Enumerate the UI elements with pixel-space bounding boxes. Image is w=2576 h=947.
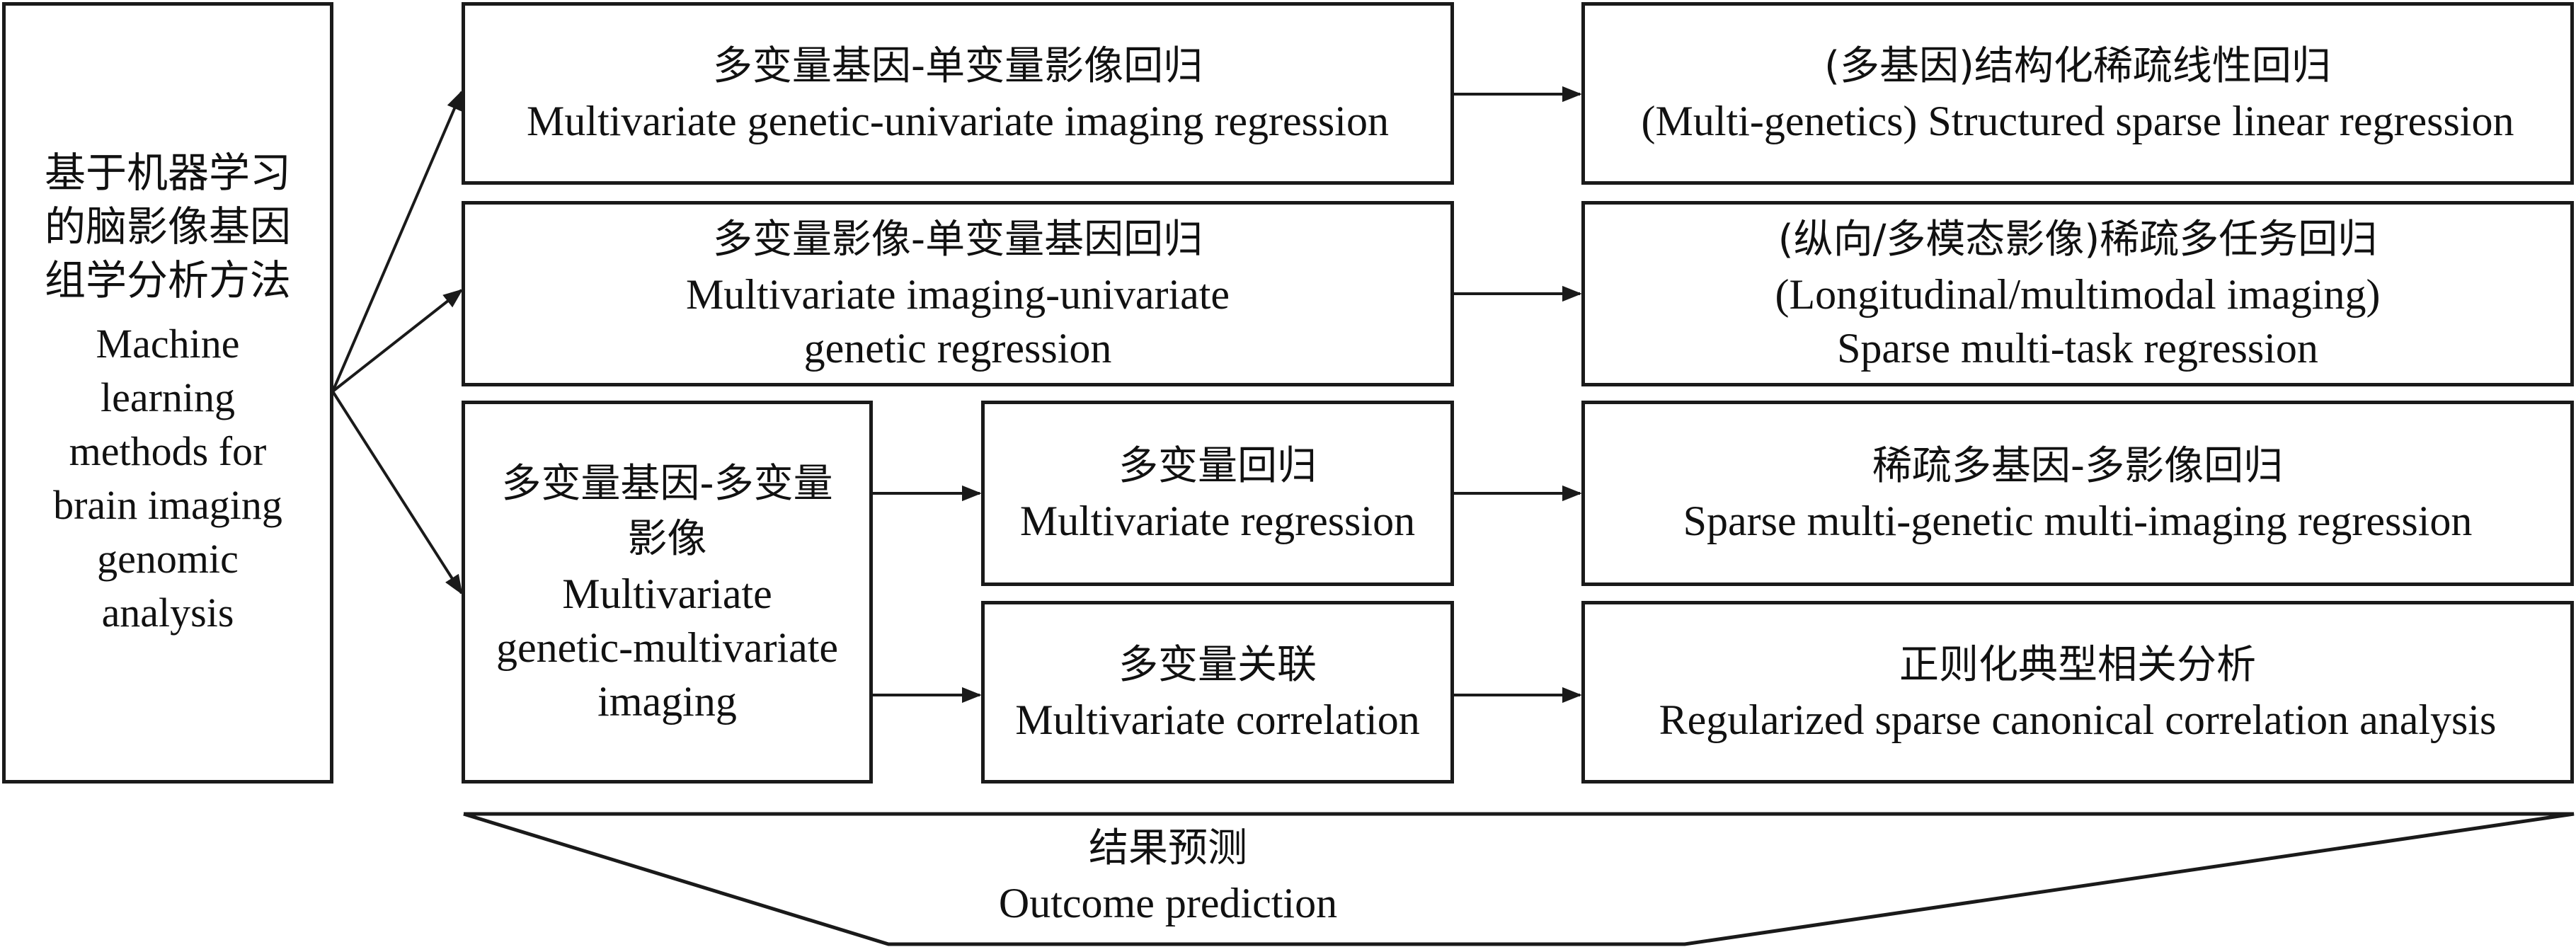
category-1-zh: 多变量基因-单变量影像回归 <box>712 43 1203 89</box>
sub-method-2-en: Multivariate correlation <box>1015 696 1420 743</box>
outcome-bracket <box>463 812 2575 946</box>
source-zh-line-2: 的脑影像基因 <box>44 202 291 251</box>
method-2-zh: (纵向/多模态影像)稀疏多任务回归 <box>1778 217 2378 263</box>
method-box-3: 稀疏多基因-多影像回归 Sparse multi-genetic multi-i… <box>1581 401 2574 586</box>
source-en-line-4: brain imaging <box>53 482 282 528</box>
outcome-label: 结果预测 Outcome prediction <box>708 821 1628 930</box>
sub-method-2-zh: 多变量关联 <box>1118 642 1317 688</box>
method-3-en-line-1: Sparse multi-genetic multi-imaging regre… <box>1683 498 2473 544</box>
sub-method-1-en: Multivariate regression <box>1019 498 1416 544</box>
source-en-line-2: learning <box>100 374 236 420</box>
sub-method-box-1: 多变量回归 Multivariate regression <box>981 401 1454 586</box>
method-box-2: (纵向/多模态影像)稀疏多任务回归 (Longitudinal/multimod… <box>1581 201 2574 386</box>
source-zh-line-1: 基于机器学习 <box>44 149 291 197</box>
sub-method-1-zh: 多变量回归 <box>1118 443 1317 489</box>
arrow-source-to-cat1 <box>331 90 463 392</box>
method-4-zh: 正则化典型相关分析 <box>1899 642 2256 688</box>
category-2-en-line-1: Multivariate imaging-univariate <box>685 271 1230 318</box>
category-2-en-line-2: genetic regression <box>803 325 1112 372</box>
source-en-line-3: methods for <box>69 428 267 474</box>
category-3-en-line-2: genetic-multivariate <box>496 624 839 671</box>
category-1-en-line-1: Multivariate genetic-univariate imaging … <box>527 98 1389 144</box>
method-4-en-line-1: Regularized sparse canonical correlation… <box>1659 696 2497 743</box>
method-box-4: 正则化典型相关分析 Regularized sparse canonical c… <box>1581 601 2574 784</box>
method-2-en-line-2: Sparse multi-task regression <box>1837 325 2318 372</box>
source-en-line-5: genomic <box>97 536 239 582</box>
category-3-en-line-1: Multivariate <box>562 570 772 617</box>
sub-method-box-2: 多变量关联 Multivariate correlation <box>981 601 1454 784</box>
method-box-1: (多基因)结构化稀疏线性回归 (Multi-genetics) Structur… <box>1581 2 2574 185</box>
arrow-source-to-cat2 <box>331 289 464 393</box>
source-en-line-1: Machine <box>96 321 240 367</box>
category-3-zh-line-2: 影像 <box>627 515 707 562</box>
category-3-en-line-3: imaging <box>597 677 737 725</box>
category-box-1: 多变量基因-单变量影像回归 Multivariate genetic-univa… <box>462 2 1454 185</box>
method-1-zh: (多基因)结构化稀疏线性回归 <box>1824 43 2331 89</box>
arrow-source-to-cat3 <box>331 390 463 595</box>
method-3-zh: 稀疏多基因-多影像回归 <box>1872 443 2284 489</box>
source-zh-line-3: 组学分析方法 <box>44 256 291 304</box>
category-box-2: 多变量影像-单变量基因回归 Multivariate imaging-univa… <box>462 201 1454 386</box>
source-en-line-6: analysis <box>101 590 234 636</box>
category-3-zh-line-1: 多变量基因-多变量 <box>501 460 833 507</box>
outcome-en: Outcome prediction <box>998 880 1338 926</box>
method-1-en-line-1: (Multi-genetics) Structured sparse linea… <box>1641 98 2514 144</box>
category-box-3: 多变量基因-多变量 影像 Multivariate genetic-multiv… <box>462 401 873 784</box>
source-box: 基于机器学习 的脑影像基因 组学分析方法 Machine learning me… <box>2 2 333 784</box>
category-2-zh: 多变量影像-单变量基因回归 <box>712 217 1203 263</box>
outcome-zh: 结果预测 <box>1089 825 1247 871</box>
method-2-en-line-1: (Longitudinal/multimodal imaging) <box>1775 271 2381 318</box>
